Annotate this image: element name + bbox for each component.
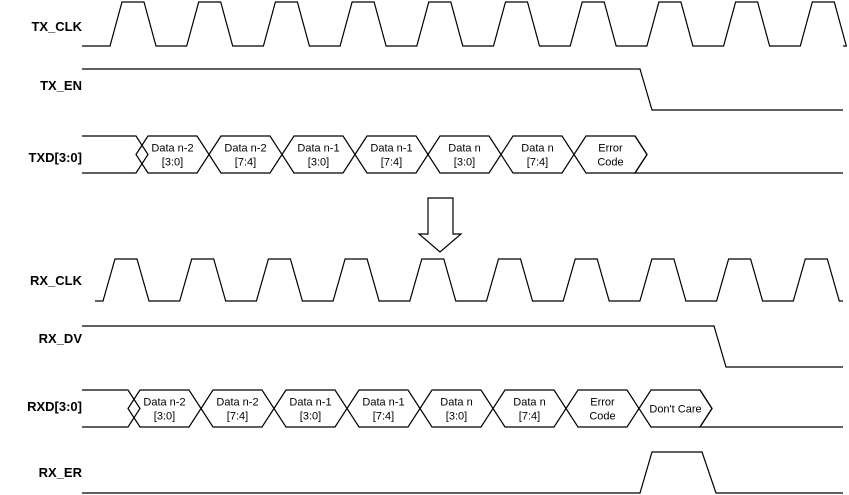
rxd-segment-label: Data n-2	[216, 397, 258, 409]
rxd-segment-sublabel: [7:4]	[373, 411, 394, 423]
txd-segment-sublabel: [7:4]	[527, 157, 548, 169]
txd-segment-label: Data n-1	[370, 143, 412, 155]
txd-bus: Data n-2 [3:0] Data n-2 [7:4] Data n-1 [3:0] D…	[82, 135, 843, 174]
txd-segment-label: Data n	[448, 143, 480, 155]
rxd-segment-sublabel: [3:0]	[300, 411, 321, 423]
txd-idle-right	[633, 135, 843, 174]
rxd-segment-label: Don't Care	[649, 404, 701, 416]
rxd-label: RXD[3:0]	[27, 399, 82, 414]
txd-segment-label: Error	[598, 143, 623, 155]
rxd-segment-label: Data n-1	[289, 397, 331, 409]
tx-en-label: TX_EN	[40, 78, 82, 93]
rx-clk-label: RX_CLK	[30, 273, 83, 288]
rxd-segment-label: Error	[590, 397, 615, 409]
rx-er-label: RX_ER	[39, 465, 83, 480]
rxd-idle-right	[698, 389, 843, 428]
rxd-segment-label: Data n	[513, 397, 545, 409]
txd-segment-label: Data n	[521, 143, 553, 155]
rxd-idle-left	[82, 389, 141, 428]
rxd-segment-sublabel: [7:4]	[519, 411, 540, 423]
rx-er-waveform	[82, 451, 843, 494]
rx-clk-waveform	[95, 258, 843, 302]
tx-clk-waveform	[82, 1, 848, 47]
rxd-segment-label: Data n	[440, 397, 472, 409]
rxd-segment-sublabel: [3:0]	[446, 411, 467, 423]
txd-segment-sublabel: [3:0]	[454, 157, 475, 169]
rxd-bus: Data n-2 [3:0] Data n-2 [7:4] Data n-1 [3:0] D…	[82, 389, 843, 428]
txd-segment-sublabel: [3:0]	[308, 157, 329, 169]
rx-dv-waveform	[82, 325, 843, 368]
txd-segment-label: Data n-2	[224, 143, 266, 155]
txd-segment-label: Data n-2	[151, 143, 193, 155]
down-arrow-icon	[417, 197, 463, 253]
txd-segment-sublabel: [7:4]	[235, 157, 256, 169]
txd-segment-sublabel: [7:4]	[381, 157, 402, 169]
rxd-segment-sublabel: [3:0]	[154, 411, 175, 423]
rxd-segment-label: Data n-1	[362, 397, 404, 409]
rxd-segment-sublabel: Code	[589, 411, 615, 423]
txd-segment-sublabel: Code	[597, 157, 623, 169]
txd-idle-left	[82, 135, 149, 174]
txd-segment-label: Data n-1	[297, 143, 339, 155]
tx-en-waveform	[82, 68, 843, 111]
rxd-segment-sublabel: [7:4]	[227, 411, 248, 423]
tx-clk-label: TX_CLK	[31, 19, 82, 34]
txd-segment-sublabel: [3:0]	[162, 157, 183, 169]
rx-dv-label: RX_DV	[39, 331, 83, 346]
rxd-segment-label: Data n-2	[143, 397, 185, 409]
txd-label: TXD[3:0]	[29, 150, 82, 165]
